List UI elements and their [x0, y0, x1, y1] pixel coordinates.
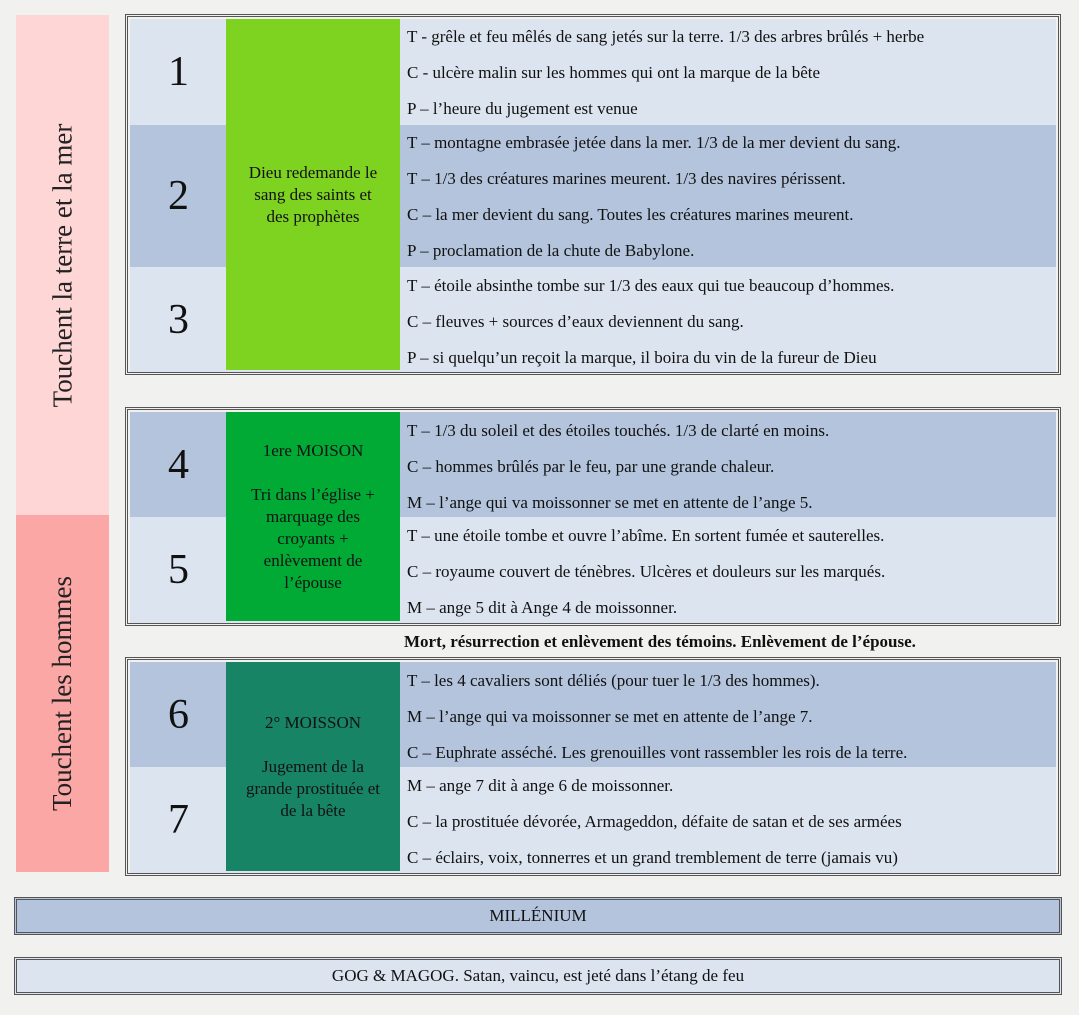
side-label-earth-sea: Touchent la terre et la mer	[16, 15, 109, 515]
trumpet-block-1-3: 1 T - grêle et feu mêlés de sang jetés s…	[125, 14, 1061, 375]
side-label-men: Touchent les hommes	[16, 515, 109, 872]
row-text-line: T – les 4 cavaliers sont déliés (pour tu…	[407, 671, 820, 690]
row-text-line: C – hommes brûlés par le feu, par une gr…	[407, 457, 775, 476]
witnesses-note: Mort, résurrection et enlèvement des tém…	[404, 632, 916, 651]
gog-magog-label: GOG & MAGOG. Satan, vaincu, est jeté dan…	[331, 966, 745, 985]
row-number: 7	[168, 797, 189, 843]
row-number: 5	[168, 547, 189, 593]
trumpet-block-6-7: 6 T – les 4 cavaliers sont déliés (pour …	[125, 657, 1061, 876]
description-line: Tri dans l’église +	[251, 484, 375, 504]
trumpet-block-4-5: 4 T – 1/3 du soleil et des étoiles touch…	[125, 407, 1061, 626]
row-text-line: T – une étoile tombe et ouvre l’abîme. E…	[407, 526, 885, 545]
row-text-line: C – Euphrate asséché. Les grenouilles vo…	[407, 743, 908, 762]
row-number: 3	[168, 296, 189, 343]
row-text-line: T – 1/3 des créatures marines meurent. 1…	[407, 169, 846, 188]
row-text-line: M – l’ange qui va moissonner se met en a…	[407, 493, 813, 512]
gog-magog-bar: GOG & MAGOG. Satan, vaincu, est jeté dan…	[14, 957, 1062, 995]
description-line: Dieu redemande le	[248, 162, 378, 182]
description-line: croyants +	[277, 528, 349, 548]
row-number: 2	[168, 173, 189, 219]
row-text-line: T - grêle et feu mêlés de sang jetés sur…	[407, 27, 925, 46]
row-number: 6	[168, 691, 189, 738]
description-line: de la bête	[280, 800, 346, 820]
row-number: 1	[168, 49, 189, 95]
description-line: enlèvement de	[263, 550, 363, 570]
row-text-line: C - ulcère malin sur les hommes qui ont …	[407, 63, 821, 82]
millennium-bar: MILLÉNIUM	[14, 897, 1062, 935]
description-line: sang des saints et	[254, 184, 372, 204]
row-text-line: C – fleuves + sources d’eaux deviennent …	[407, 312, 744, 331]
description-line: Jugement de la	[262, 756, 364, 776]
row-number: 4	[168, 441, 189, 488]
row-text-line: P – si quelqu’un reçoit la marque, il bo…	[407, 348, 877, 367]
row-text-line: M – l’ange qui va moissonner se met en a…	[407, 707, 813, 726]
description-line: l’épouse	[284, 572, 342, 592]
description-line: 1ere MOISON	[262, 440, 364, 460]
description-line: marquage des	[266, 506, 360, 526]
row-text-line: M – ange 5 dit à Ange 4 de moissonner.	[407, 598, 678, 617]
row-text-line: C – éclairs, voix, tonnerres et un grand…	[407, 848, 898, 867]
row-text-line: C – royaume couvert de ténèbres. Ulcères…	[407, 562, 886, 581]
description-line: 2° MOISSON	[264, 712, 362, 732]
row-text-line: C – la prostituée dévorée, Armageddon, d…	[407, 812, 902, 831]
row-text-line: C – la mer devient du sang. Toutes les c…	[407, 205, 854, 224]
description-line: des prophètes	[266, 206, 360, 226]
side-label-men-text: Touchent les hommes	[47, 575, 78, 812]
block-description: 1ere MOISON Tri dans l’église +marquage d…	[226, 412, 400, 621]
row-text-line: T – étoile absinthe tombe sur 1/3 des ea…	[407, 276, 895, 295]
row-text-line: P – proclamation de la chute de Babylone…	[407, 241, 695, 260]
row-text-line: P – l’heure du jugement est venue	[407, 99, 638, 118]
row-text-line: M – ange 7 dit à ange 6 de moissonner.	[407, 776, 674, 795]
millennium-label: MILLÉNIUM	[489, 906, 587, 925]
side-label-earth-sea-text: Touchent la terre et la mer	[47, 123, 77, 407]
row-text-line: T – montagne embrasée jetée dans la mer.…	[407, 133, 901, 152]
row-text-line: T – 1/3 du soleil et des étoiles touchés…	[407, 421, 830, 440]
description-line: grande prostituée et	[245, 778, 381, 798]
